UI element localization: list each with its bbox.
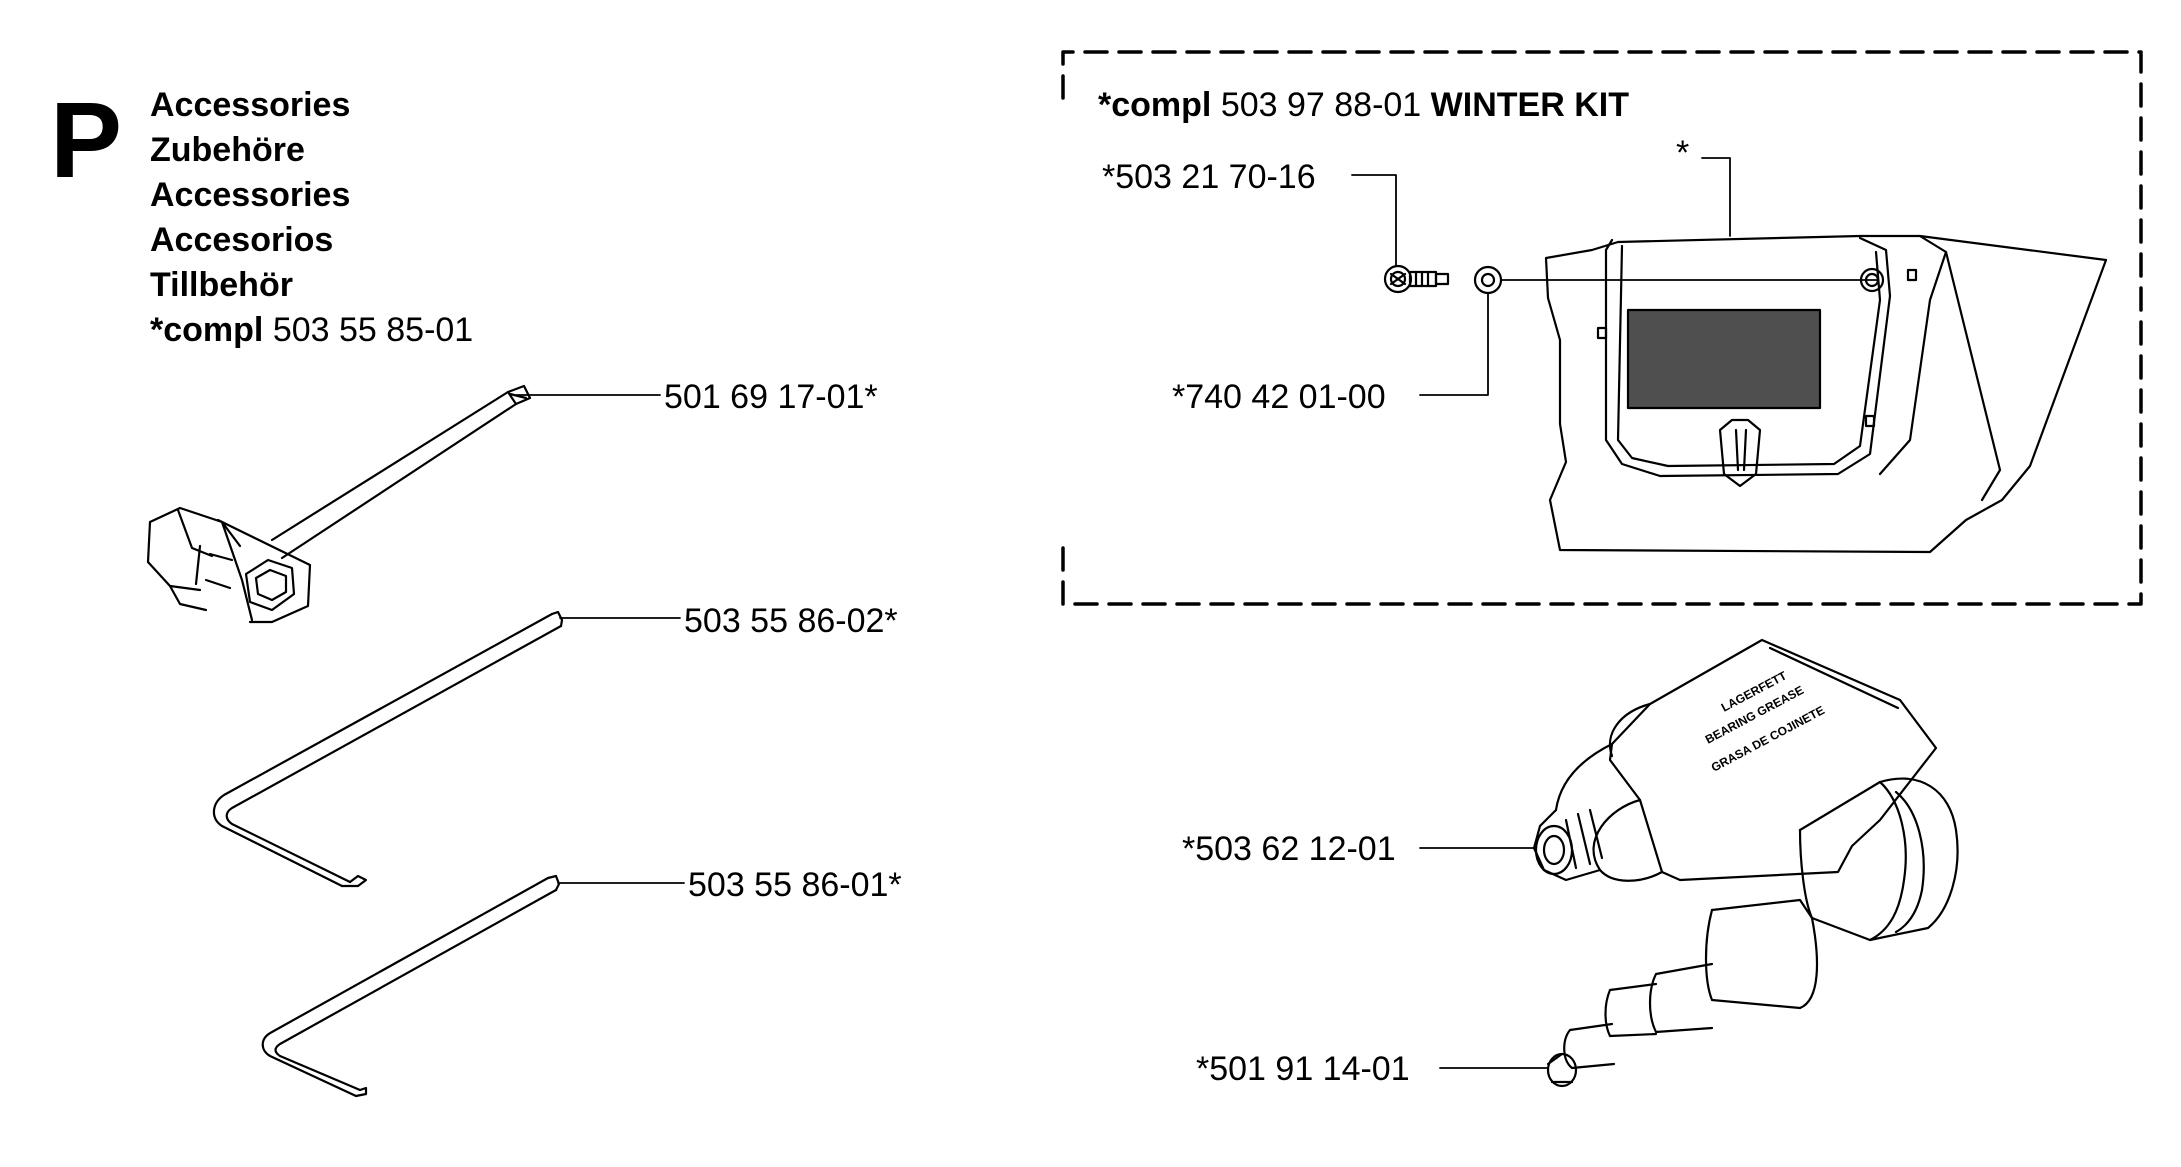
title-french: Accessories — [150, 176, 351, 214]
part-label-grease-gun: *501 91 14-01 — [1196, 1050, 1410, 1088]
grease-tube-print: LAGERFETT BEARING GREASE GRASA DE COJINE… — [1703, 668, 1827, 774]
hex-key-small-drawing — [261, 874, 685, 1098]
part-label-screw: *503 21 70-16 — [1102, 158, 1316, 196]
section-letter: P — [50, 79, 123, 200]
part-label-washer: *740 42 01-00 — [1172, 378, 1386, 416]
part-label-grease-tube: *503 62 12-01 — [1182, 830, 1396, 868]
title-english: Accessories — [150, 86, 351, 124]
part-label-cover: * — [1676, 134, 1690, 172]
title-swedish: Tillbehör — [150, 266, 293, 304]
winter-kit-heading: *compl 503 97 88-01 WINTER KIT — [1098, 88, 1629, 122]
hex-key-large-drawing — [212, 610, 681, 888]
grease-gun-drawing — [1439, 777, 1959, 1088]
winter-kit-name: WINTER KIT — [1430, 86, 1629, 124]
part-label-hex-key-large: 503 55 86-02* — [684, 602, 898, 640]
winter-kit-number: 503 97 88-01 — [1220, 86, 1422, 124]
winter-kit-cover-drawing — [1544, 157, 2108, 554]
screw-and-washer-drawing — [1351, 174, 1879, 396]
combination-wrench-drawing — [146, 384, 661, 624]
part-label-hex-key-small: 503 55 86-01* — [688, 866, 902, 904]
grease-tube-drawing — [1419, 638, 1938, 882]
winter-kit-prefix: *compl — [1098, 86, 1212, 124]
accessories-kit-number: *compl 503 55 85-01 — [150, 313, 473, 347]
compl-number: 503 55 85-01 — [272, 311, 474, 349]
compl-prefix: *compl — [150, 311, 264, 349]
winter-kit-dashed-frame — [1061, 50, 2143, 606]
title-spanish: Accesorios — [150, 221, 334, 259]
title-german: Zubehöre — [150, 131, 305, 169]
part-label-wrench: 501 69 17-01* — [664, 378, 878, 416]
